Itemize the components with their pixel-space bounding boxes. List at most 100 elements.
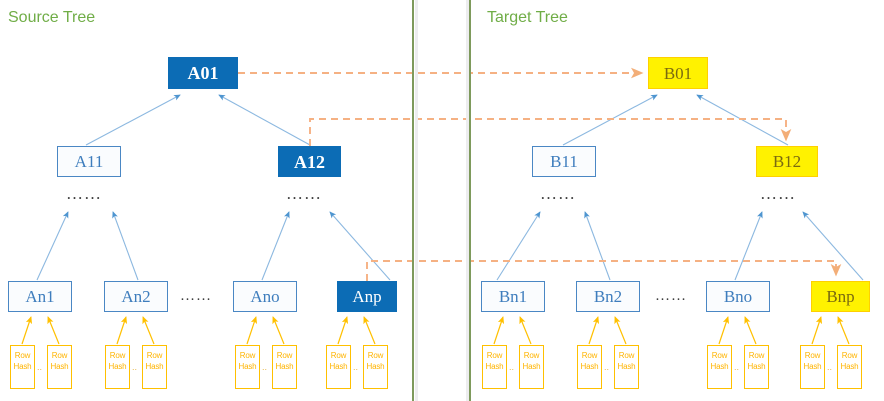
rowhash-dots-ano: ..: [262, 362, 268, 372]
source-tree-title: Source Tree: [8, 9, 96, 26]
source-node-a01[interactable]: A01: [168, 57, 238, 89]
rowhash-line2: Hash: [13, 362, 32, 371]
rowhash-line2: Hash: [366, 362, 385, 371]
source-rowhash-edges-an2: [116, 316, 155, 345]
rowhash-line2: Hash: [747, 362, 766, 371]
rowhash-line1: Row: [581, 351, 598, 360]
rowhash-line1: Row: [146, 351, 163, 360]
rowhash-line2: Hash: [710, 362, 729, 371]
rowhash-line2: Hash: [803, 362, 822, 371]
compare-arrow-leaf: [366, 260, 842, 281]
rowhash-line1: Row: [51, 351, 68, 360]
source-edge-a11-a01: [85, 94, 181, 146]
target-tree-title: Target Tree: [487, 9, 568, 26]
target-rowhash-edges-bn1: [493, 316, 532, 345]
target-leaf-bn1[interactable]: Bn1: [481, 281, 545, 312]
rowhash-line1: Row: [711, 351, 728, 360]
rowhash-dots-bnp: ..: [827, 362, 833, 372]
divider-shadow-right: [466, 0, 469, 401]
rowhash-anp-right: Row Hash: [363, 345, 388, 389]
target-edge-bn1-up: [496, 211, 541, 281]
divider-shadow-left: [415, 0, 418, 401]
target-node-b12[interactable]: B12: [756, 146, 818, 177]
rowhash-line1: Row: [618, 351, 635, 360]
rowhash-line1: Row: [276, 351, 293, 360]
rowhash-line2: Hash: [617, 362, 636, 371]
panel-divider-left: [412, 0, 414, 401]
rowhash-line1: Row: [109, 351, 126, 360]
source-ellipsis-between-leaves: ……: [180, 288, 212, 304]
target-edge-b12-b01: [696, 94, 789, 146]
rowhash-bn2-left: Row Hash: [577, 345, 602, 389]
source-leaf-an1[interactable]: An1: [8, 281, 72, 312]
rowhash-an2-left: Row Hash: [105, 345, 130, 389]
rowhash-dots-anp: ..: [353, 362, 359, 372]
rowhash-anp-left: Row Hash: [326, 345, 351, 389]
rowhash-line2: Hash: [522, 362, 541, 371]
rowhash-line1: Row: [804, 351, 821, 360]
source-node-a11[interactable]: A11: [57, 146, 121, 177]
rowhash-bnp-right: Row Hash: [837, 345, 862, 389]
rowhash-line2: Hash: [238, 362, 257, 371]
source-leaf-an2[interactable]: An2: [104, 281, 168, 312]
rowhash-bn1-left: Row Hash: [482, 345, 507, 389]
rowhash-bno-right: Row Hash: [744, 345, 769, 389]
rowhash-bnp-left: Row Hash: [800, 345, 825, 389]
rowhash-line2: Hash: [275, 362, 294, 371]
panel-divider-right: [469, 0, 471, 401]
target-ellipsis-under-b11: ……: [540, 184, 576, 203]
rowhash-line1: Row: [486, 351, 503, 360]
rowhash-line2: Hash: [329, 362, 348, 371]
rowhash-dots-an2: ..: [132, 362, 138, 372]
rowhash-line1: Row: [239, 351, 256, 360]
rowhash-an2-right: Row Hash: [142, 345, 167, 389]
source-node-a12[interactable]: A12: [278, 146, 341, 177]
target-edge-bn2-up: [584, 211, 611, 281]
source-edge-ano-up: [261, 211, 290, 281]
target-node-b11[interactable]: B11: [532, 146, 596, 177]
compare-arrow-level1: [309, 118, 792, 146]
source-rowhash-edges-an1: [21, 316, 60, 345]
source-ellipsis-under-a11: ……: [66, 184, 102, 203]
rowhash-bn1-right: Row Hash: [519, 345, 544, 389]
rowhash-bn2-right: Row Hash: [614, 345, 639, 389]
source-edge-a12-a01: [218, 94, 311, 146]
rowhash-dots-bno: ..: [734, 362, 740, 372]
rowhash-ano-left: Row Hash: [235, 345, 260, 389]
rowhash-line1: Row: [841, 351, 858, 360]
source-rowhash-edges-anp: [337, 316, 376, 345]
rowhash-bno-left: Row Hash: [707, 345, 732, 389]
target-rowhash-edges-bnp: [811, 316, 850, 345]
rowhash-line2: Hash: [145, 362, 164, 371]
target-ellipsis-between-leaves: ……: [655, 288, 687, 304]
rowhash-line2: Hash: [108, 362, 127, 371]
source-edge-an1-up: [36, 211, 69, 281]
source-leaf-anp[interactable]: Anp: [337, 281, 397, 312]
source-edge-an2-up: [112, 211, 139, 281]
rowhash-an1-left: Row Hash: [10, 345, 35, 389]
rowhash-an1-right: Row Hash: [47, 345, 72, 389]
source-leaf-ano[interactable]: Ano: [233, 281, 297, 312]
source-edge-anp-up: [329, 211, 391, 281]
target-rowhash-edges-bn2: [588, 316, 627, 345]
rowhash-dots-an1: ..: [37, 362, 43, 372]
rowhash-line2: Hash: [50, 362, 69, 371]
rowhash-line1: Row: [367, 351, 384, 360]
rowhash-dots-bn2: ..: [604, 362, 610, 372]
target-leaf-bno[interactable]: Bno: [706, 281, 770, 312]
target-node-b01[interactable]: B01: [648, 57, 708, 89]
target-edge-bnp-up: [802, 211, 864, 281]
rowhash-line1: Row: [748, 351, 765, 360]
rowhash-dots-bn1: ..: [509, 362, 515, 372]
rowhash-line2: Hash: [485, 362, 504, 371]
rowhash-line2: Hash: [580, 362, 599, 371]
source-rowhash-edges-ano: [246, 316, 285, 345]
rowhash-line1: Row: [523, 351, 540, 360]
target-leaf-bn2[interactable]: Bn2: [576, 281, 640, 312]
rowhash-ano-right: Row Hash: [272, 345, 297, 389]
target-leaf-bnp[interactable]: Bnp: [811, 281, 870, 312]
rowhash-line1: Row: [330, 351, 347, 360]
target-edge-b11-b01: [562, 94, 658, 146]
